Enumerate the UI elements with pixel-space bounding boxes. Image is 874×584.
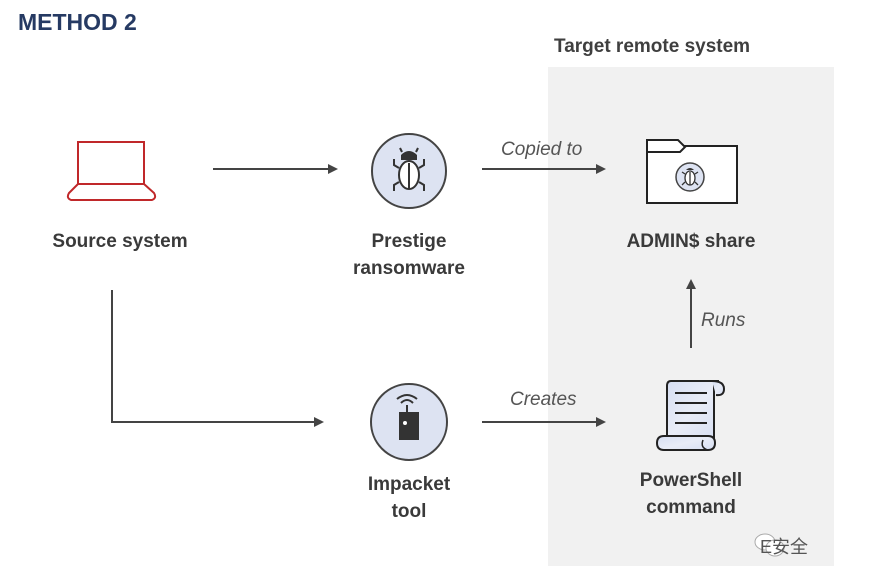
runs-label: Runs — [701, 310, 746, 331]
copied-to-label: Copied to — [501, 139, 583, 160]
scroll-icon — [655, 380, 726, 451]
wechat-icon — [754, 533, 785, 557]
laptop-icon — [66, 141, 157, 201]
folder-bug-icon — [646, 139, 738, 204]
admin-share-label: ADMIN$ share — [626, 231, 756, 252]
source-system-label: Source system — [52, 231, 188, 252]
prestige-label-line1: Prestige — [371, 231, 447, 252]
page-title: METHOD 2 — [18, 9, 137, 35]
creates-label: Creates — [510, 389, 577, 410]
powershell-label: PowerShell command — [601, 467, 781, 521]
wireless-device-icon — [370, 383, 448, 461]
powershell-label-line2: command — [646, 497, 736, 518]
bug-icon — [371, 133, 447, 209]
powershell-label-line1: PowerShell — [639, 470, 743, 491]
impacket-label: Impacket tool — [329, 471, 489, 525]
prestige-label: Prestige ransomware — [329, 228, 489, 282]
prestige-label-line2: ransomware — [353, 258, 465, 279]
arrow-source-to-impacket — [111, 290, 324, 427]
watermark-text: E安全 — [760, 537, 809, 557]
impacket-label-line2: tool — [391, 501, 427, 522]
target-panel-title: Target remote system — [554, 36, 751, 57]
impacket-label-line1: Impacket — [367, 474, 451, 495]
